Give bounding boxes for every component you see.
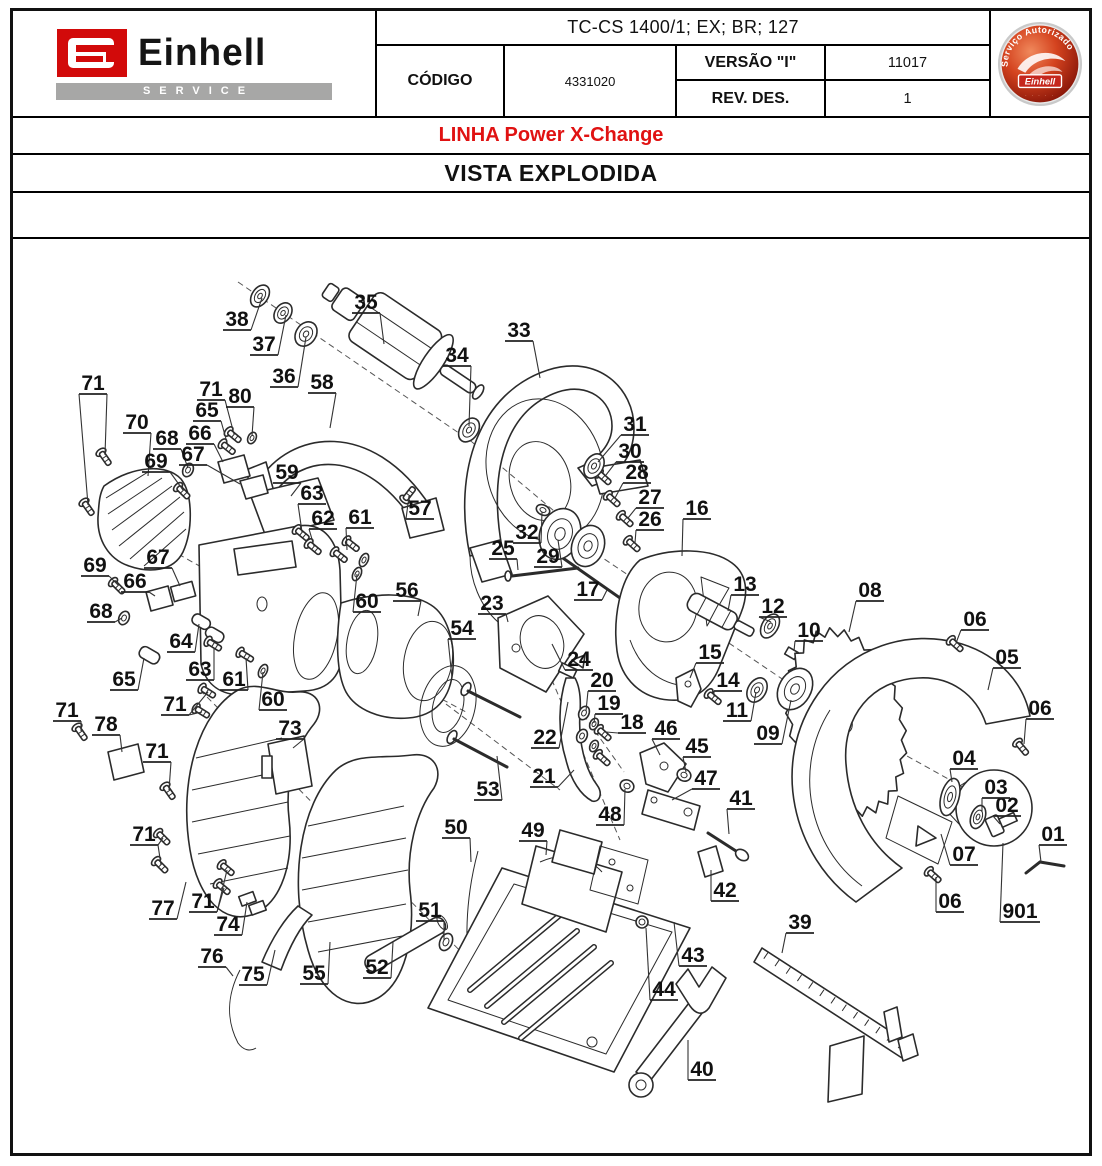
- authorized-service-badge: Serviço Autorizado Einhell · · · · ·: [991, 11, 1089, 116]
- page-title: VISTA EXPLODIDA: [13, 155, 1089, 193]
- rev-des-value: 1: [903, 90, 912, 107]
- service-badge-icon: Serviço Autorizado Einhell · · · · ·: [997, 21, 1083, 106]
- service-bar: SERVICE: [56, 82, 332, 100]
- svg-text:· · · · ·: · · · · ·: [1025, 92, 1055, 97]
- product-line-banner: LINHA Power X-Change: [13, 118, 1089, 155]
- document-sheet: Einhell SERVICE TC-CS 1400/1; EX; BR; 12…: [10, 8, 1092, 1156]
- model-line: TC-CS 1400/1; EX; BR; 127: [377, 11, 989, 46]
- spacer-band: [13, 193, 1089, 239]
- einhell-logo: Einhell SERVICE: [56, 28, 332, 100]
- rev-des-label: REV. DES.: [677, 81, 826, 116]
- versao-label: VERSÃO "I": [677, 46, 826, 81]
- codigo-value: 4331020: [505, 46, 677, 116]
- brand-area: Einhell SERVICE: [13, 11, 375, 116]
- badge-brand-text: Einhell: [1025, 76, 1056, 86]
- brand-name: Einhell: [138, 31, 267, 73]
- einhell-logo-icon: [57, 28, 127, 77]
- codigo-label: CÓDIGO: [377, 46, 505, 116]
- title-block: Einhell SERVICE TC-CS 1400/1; EX; BR; 12…: [13, 11, 1089, 118]
- versao-value: 11017: [826, 46, 989, 81]
- title-block-center: TC-CS 1400/1; EX; BR; 127 CÓDIGO 4331020…: [375, 11, 991, 116]
